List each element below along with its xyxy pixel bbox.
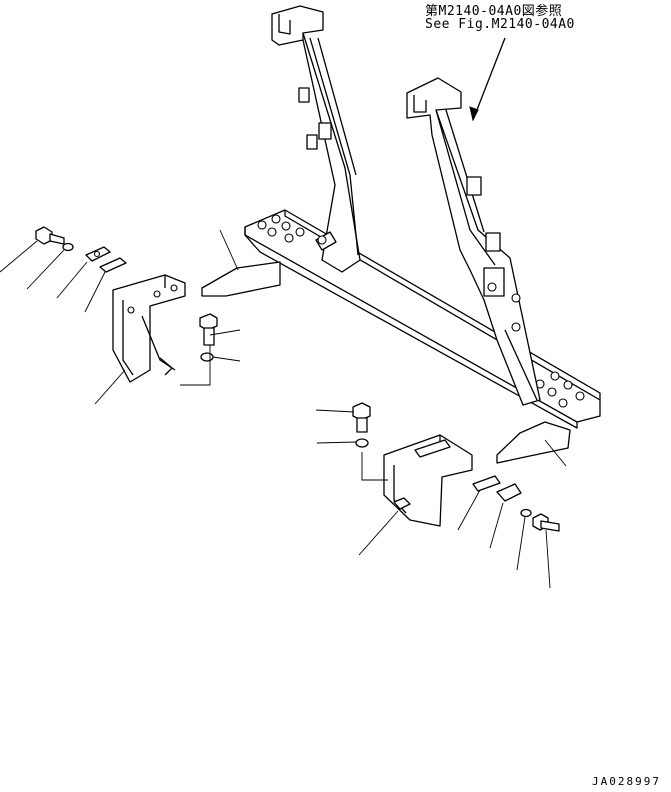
left-lower-bolt [199,313,218,346]
left-lower-washer [200,352,214,362]
frame-left-upright [271,5,361,273]
frame-right-upright [406,77,541,406]
right-lower-washer [520,508,532,518]
left-spacer [99,257,127,273]
figure-reference-japanese: 第M2140-04A0図参照 [425,4,563,19]
right-plate [496,421,571,464]
frame-base-beam [244,209,601,429]
reference-arrow [469,37,506,122]
right-spacer [496,483,522,502]
drawing-code: JA028997 [592,775,661,788]
left-clip [85,246,111,262]
right-bracket [383,434,473,527]
leader-lines [0,229,567,589]
left-plate [201,261,281,297]
left-bracket [112,274,186,383]
right-clip [472,475,501,492]
right-washer [355,438,369,448]
left-bolt [35,226,65,245]
figure-reference-english: See Fig.M2140-04A0 [425,17,575,32]
right-lower-bolt [532,513,560,532]
right-bolt [352,402,371,433]
left-washer [62,242,74,252]
